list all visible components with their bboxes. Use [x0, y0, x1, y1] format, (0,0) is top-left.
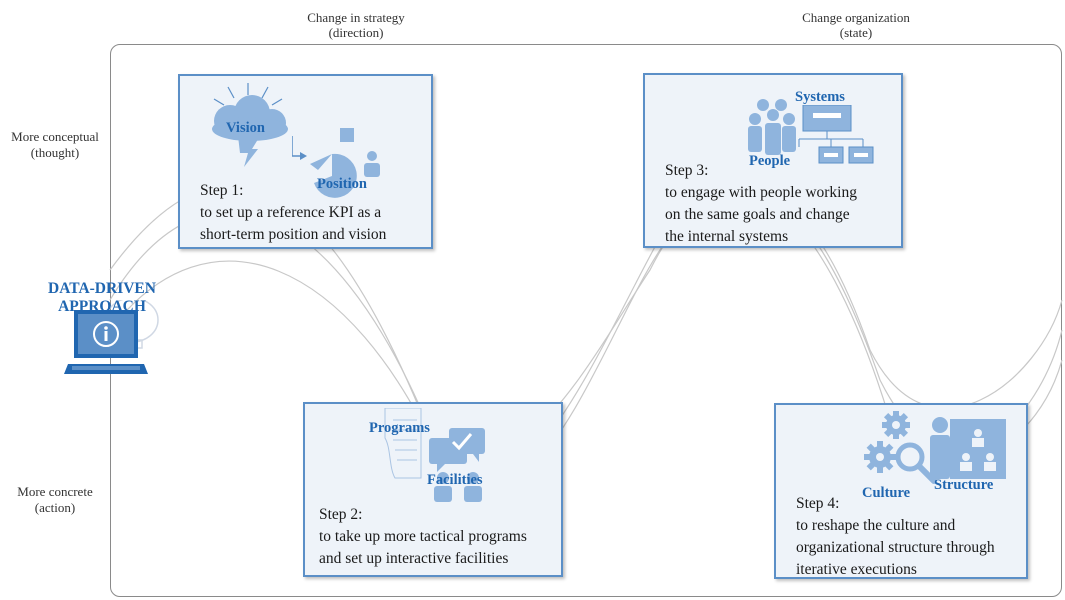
step-3-text: Step 3: to engage with people working on… — [665, 162, 857, 245]
pie-chart-icon — [292, 128, 380, 198]
row-label-concrete: More concrete (action) — [17, 484, 93, 515]
step-1-text: Step 1: to set up a reference KPI as a s… — [200, 182, 387, 243]
step-2-text: Step 2: to take up more tactical program… — [319, 506, 527, 567]
position-label: Position — [317, 176, 367, 192]
vision-label: Vision — [226, 120, 265, 136]
step-4-text: Step 4: to reshape the culture and organ… — [796, 495, 995, 578]
systems-label: Systems — [795, 89, 845, 105]
step-1-card: Vision Position Step 1: to set up a refe… — [178, 74, 433, 249]
programs-label: Programs — [369, 420, 430, 436]
speech-bubbles-icon — [384, 408, 485, 502]
presentation-board-icon — [930, 417, 1006, 479]
lightbulb-cloud-icon — [212, 83, 288, 167]
people-label: People — [749, 153, 791, 169]
step-2-card: Programs Facilities Step 2: to take up m… — [303, 402, 563, 577]
culture-label: Culture — [862, 485, 911, 501]
step-3-card: Systems People Step 3: to engage with pe… — [643, 73, 903, 248]
structure-label: Structure — [934, 477, 994, 493]
document-icon — [384, 408, 422, 479]
step-2-title: Step 2: — [319, 506, 363, 523]
step-1-title: Step 1: — [200, 182, 244, 199]
step-3-title: Step 3: — [665, 162, 709, 179]
gears-icon — [864, 411, 910, 473]
step-4-title: Step 4: — [796, 495, 840, 512]
column-header-strategy: Change in strategy (direction) — [307, 10, 405, 40]
data-driven-approach-label: DATA-DRIVEN APPROACH — [48, 280, 156, 315]
org-chart-icon — [798, 105, 874, 164]
facilities-label: Facilities — [427, 472, 483, 488]
column-header-organization: Change organization (state) — [802, 10, 910, 40]
step-4-card: Structure Culture Step 4: to reshape the… — [774, 403, 1028, 579]
magnifier-icon — [895, 442, 937, 484]
row-label-conceptual: More conceptual (thought) — [11, 129, 99, 160]
people-group-icon — [748, 99, 796, 155]
laptop-info-icon — [64, 300, 159, 374]
